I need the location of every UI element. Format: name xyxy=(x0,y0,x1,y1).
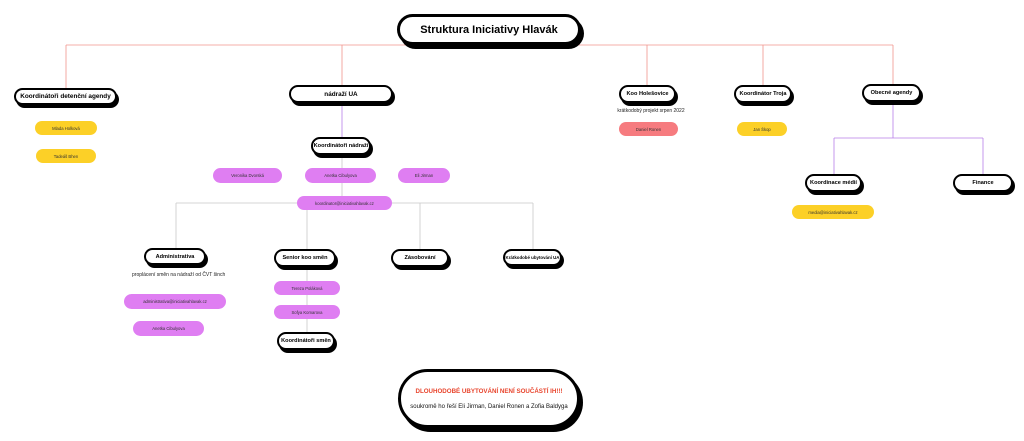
housing-warning-box: DLOUHODOBÉ UBYTOVÁNÍ NENÍ SOUČÁSTÍ IH!!!… xyxy=(398,369,580,428)
person-pill: Sofya Komarova xyxy=(274,305,340,319)
node-supply: Zásobování xyxy=(391,249,449,267)
person-pill: Eli Jirman xyxy=(398,168,450,183)
node-nadrazi-coordinators: Koordinátoři nádraží xyxy=(311,137,371,155)
email-pill: media@iniciativahlavak.cz xyxy=(792,205,874,219)
holesovice-note: krátkodobý projekt srpen 2022 xyxy=(617,108,685,114)
node-general-agenda: Obecné agendy xyxy=(862,84,921,102)
node-holesovice: Koo Holešovice xyxy=(619,85,676,103)
person-pill: Anetka Cibulyova xyxy=(133,321,204,336)
person-pill: Mlada Holková xyxy=(35,121,97,135)
housing-note: soukromě ho řeší Eli Jirman, Daniel Rone… xyxy=(410,403,568,410)
person-pill: Tadeáš Bhen xyxy=(36,149,96,163)
admin-note: proplácení směn na nádraží od ČVT šinch xyxy=(132,272,226,278)
node-finance: Finance xyxy=(953,174,1013,192)
chart-title: Struktura Iniciativy Hlavák xyxy=(397,14,581,45)
node-detention-agenda: Koordinátoři detenční agendy xyxy=(14,88,117,105)
node-media-coordination: Koordinace médií xyxy=(805,174,862,192)
email-pill: administrativa@iniciativahlavak.cz xyxy=(124,294,226,309)
node-nadrazi-ua: nádraží UA xyxy=(289,85,393,103)
person-pill: Veronika Dvorská xyxy=(213,168,282,183)
person-pill: Jan Škop xyxy=(737,122,787,136)
person-pill: Tereza Poláková xyxy=(274,281,340,295)
node-senior-shift-coord: Senior koo směn xyxy=(274,249,336,267)
person-pill: Daniel Ronen xyxy=(619,122,678,136)
node-administration: Administrativa xyxy=(144,248,206,265)
person-pill: Anetka Cibulyova xyxy=(305,168,376,183)
node-troja: Koordinátor Troja xyxy=(734,85,792,103)
email-pill: koordinator@iniciativahlavak.cz xyxy=(297,196,392,210)
node-shift-coordinators: Koordinátoři směn xyxy=(277,332,335,350)
node-short-term-housing: Krátkodobé ubytování UA xyxy=(503,249,562,266)
housing-warning: DLOUHODOBÉ UBYTOVÁNÍ NENÍ SOUČÁSTÍ IH!!! xyxy=(415,387,563,395)
